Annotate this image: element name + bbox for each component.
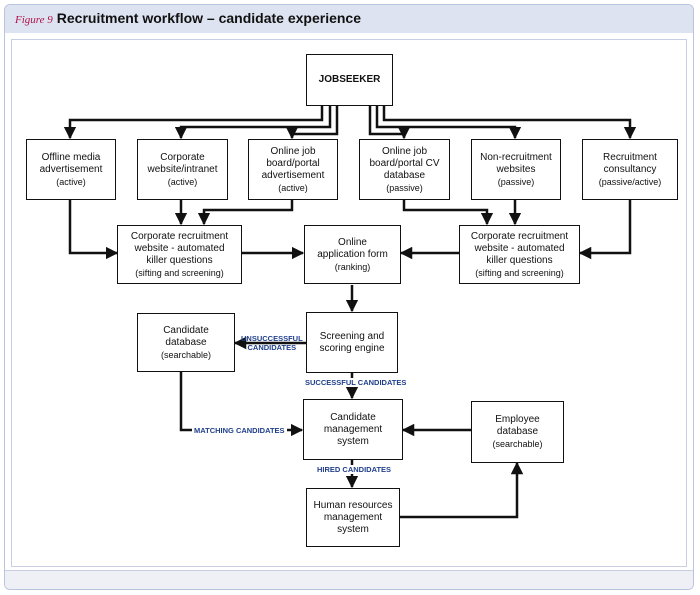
node-line: board/portal CV [369, 157, 440, 169]
node-line: system [337, 435, 369, 447]
figure-label: Figure 9 [15, 14, 53, 26]
edge-offline-to-killer-left [68, 200, 119, 260]
node-line: Corporate recruitment [470, 230, 569, 242]
node-offline-media: Offline media advertisement (active) [26, 139, 116, 200]
node-corporate-website: Corporate website/intranet (active) [137, 139, 228, 200]
node-line: database [383, 169, 426, 181]
edge-boardcv-to-killer-right [402, 200, 494, 226]
node-non-recruitment: Non-recruitment websites (passive) [471, 139, 561, 200]
node-sub: (active) [278, 182, 308, 193]
node-line: Corporate [160, 151, 205, 163]
node-employee-database: Employee database (searchable) [471, 401, 564, 463]
diagram-panel [11, 39, 687, 567]
node-line: management [323, 511, 383, 523]
edge-label-unsuccessful: UNSUCCESSFUL CANDIDATES [241, 334, 303, 352]
node-line: Screening and [319, 330, 385, 342]
edge-hrms-to-employee [400, 461, 524, 519]
node-online-job-board-cv: Online job board/portal CV database (pas… [359, 139, 450, 200]
edge-label-hired: HIRED CANDIDATES [315, 465, 394, 474]
node-line: Online job [270, 145, 316, 157]
edge-jobseeker-board-cv [368, 105, 411, 140]
node-line: database [496, 426, 539, 437]
node-sub: (searchable) [160, 349, 212, 360]
node-line: website - automated [134, 242, 225, 254]
node-online-job-board-ad: Online job board/portal advertisement (a… [248, 139, 338, 200]
node-line: Recruitment [603, 151, 657, 163]
node-line: websites [496, 163, 536, 175]
node-line: Offline media [41, 151, 101, 163]
node-line: advertisement [39, 163, 103, 175]
node-candidate-management: Candidate management system [303, 399, 403, 460]
node-online-application: Online application form (ranking) [304, 225, 401, 284]
node-line: application form [317, 248, 388, 260]
node-jobseeker: JOBSEEKER [306, 54, 393, 106]
node-line: Candidate [163, 324, 209, 336]
node-line: Non-recruitment [480, 151, 552, 163]
node-line: consultancy [603, 163, 657, 175]
node-sub: (searchable) [492, 439, 543, 449]
node-line: website/intranet [147, 163, 218, 175]
node-sub: (ranking) [334, 261, 371, 272]
edge-jobseeker-offline [63, 105, 324, 140]
node-killer-questions-left: Corporate recruitment website - automate… [117, 225, 242, 284]
node-killer-questions-right: Corporate recruitment website - automate… [459, 225, 580, 284]
node-line: database [165, 336, 207, 348]
node-hrms: Human resources management system [306, 488, 400, 547]
edge-consultancy-to-killer-right [578, 200, 632, 260]
node-line: killer questions [486, 254, 553, 266]
edge-label-matching: MATCHING CANDIDATES [192, 426, 287, 435]
edge-database-to-management [179, 372, 304, 437]
node-line: Human resources [313, 499, 393, 511]
node-sub: (passive) [497, 176, 535, 187]
edge-jobseeker-corporate [174, 105, 332, 140]
edge-label-successful: SUCCESSFUL CANDIDATES [303, 378, 409, 387]
node-recruitment-consultancy: Recruitment consultancy (passive/active) [582, 139, 678, 200]
node-line: system [337, 523, 369, 535]
node-line: Corporate recruitment [130, 230, 229, 242]
figure-title-text: Recruitment workflow – candidate experie… [56, 10, 361, 26]
node-line: website - automated [474, 242, 565, 254]
edge-jobseeker-board-ad [285, 105, 339, 140]
node-sub: (active) [167, 176, 198, 187]
node-screening-engine: Screening and scoring engine [306, 312, 398, 373]
node-line: Candidate [330, 411, 376, 423]
node-line: Online job [381, 145, 428, 157]
node-line: Online [338, 236, 367, 248]
node-sub: (sifting and screening) [475, 267, 564, 278]
node-line: killer questions [146, 254, 213, 266]
node-sub: (active) [56, 176, 86, 187]
node-sub: (sifting and screening) [135, 267, 224, 278]
edge-jobseeker-consultancy [382, 105, 637, 140]
node-line: scoring engine [319, 342, 385, 354]
node-sub: (passive/active) [598, 176, 662, 187]
node-sub: (passive) [386, 182, 423, 193]
edge-boardad-to-killer-left [197, 200, 294, 226]
edge-label-line: UNSUCCESSFUL [241, 334, 303, 343]
node-line: advertisement [261, 169, 325, 181]
node-line: Employee [495, 414, 540, 425]
node-line: board/portal [266, 157, 320, 169]
edge-jobseeker-nonrecruit [375, 105, 522, 140]
edge-label-line: CANDIDATES [247, 343, 297, 352]
node-candidate-database: Candidate database (searchable) [137, 313, 235, 372]
figure-footer [5, 570, 693, 589]
node-line: management [323, 423, 383, 435]
node-jobseeker-label: JOBSEEKER [318, 74, 381, 85]
